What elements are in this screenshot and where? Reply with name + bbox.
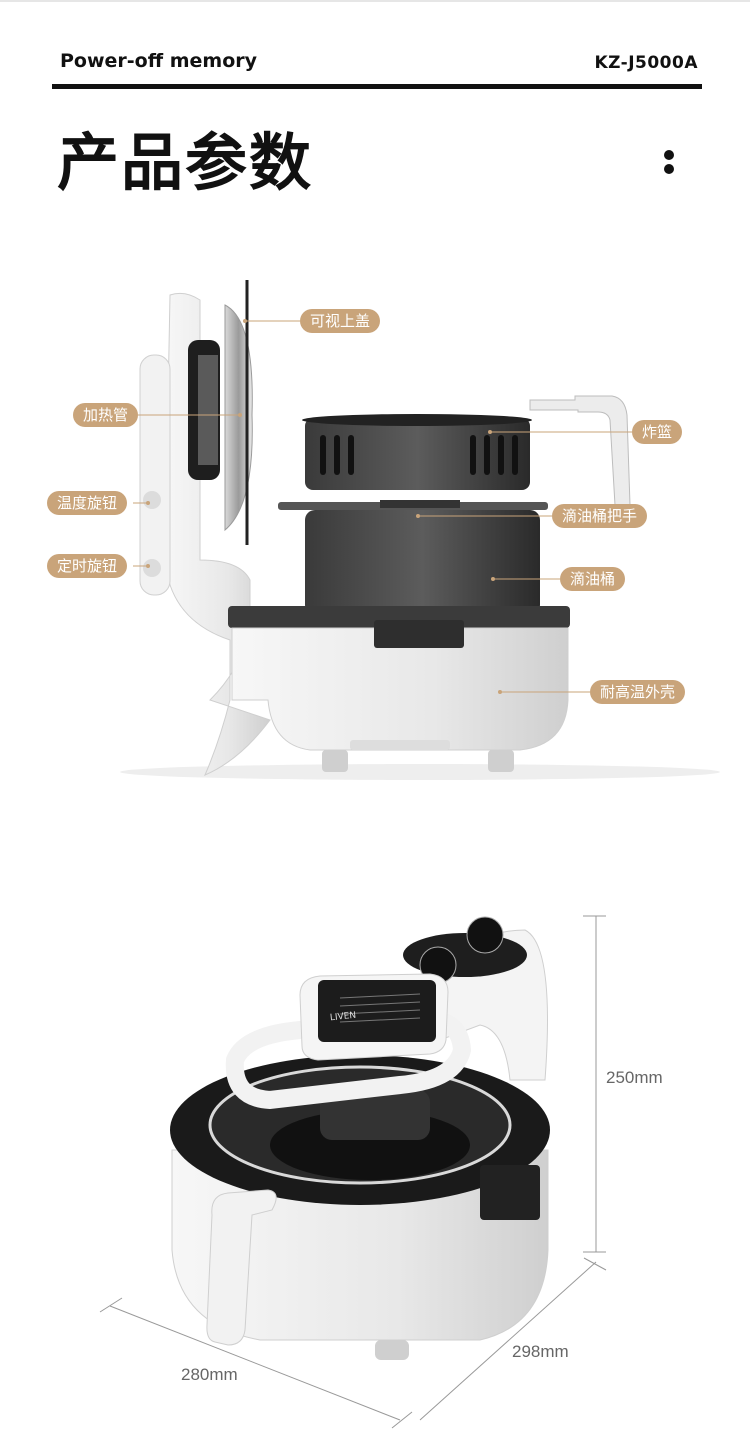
- feature-label: Power-off memory: [60, 50, 258, 72]
- exploded-view-illustration: [120, 280, 720, 780]
- colon-icon: [664, 150, 676, 178]
- callout-drip-bucket: 滴油桶: [560, 567, 626, 591]
- header-rule: [52, 84, 702, 89]
- page-title: 产品参数: [57, 126, 314, 199]
- callout-heating-tube: 加热管: [73, 403, 139, 427]
- dimension-height: 250mm: [606, 1068, 663, 1087]
- callout-basket: 炸篮: [632, 420, 683, 444]
- callout-temp-knob: 温度旋钮: [47, 491, 128, 515]
- callout-shell: 耐高温外壳: [590, 680, 686, 704]
- callout-lid: 可视上盖: [300, 309, 381, 333]
- dimension-width: 280mm: [181, 1365, 238, 1384]
- top-divider: [0, 0, 750, 2]
- model-number: KZ-J5000A: [594, 53, 698, 73]
- callout-timer-knob: 定时旋钮: [47, 554, 128, 578]
- callout-drip-handle: 滴油桶把手: [552, 504, 648, 528]
- dimension-depth: 298mm: [512, 1342, 569, 1361]
